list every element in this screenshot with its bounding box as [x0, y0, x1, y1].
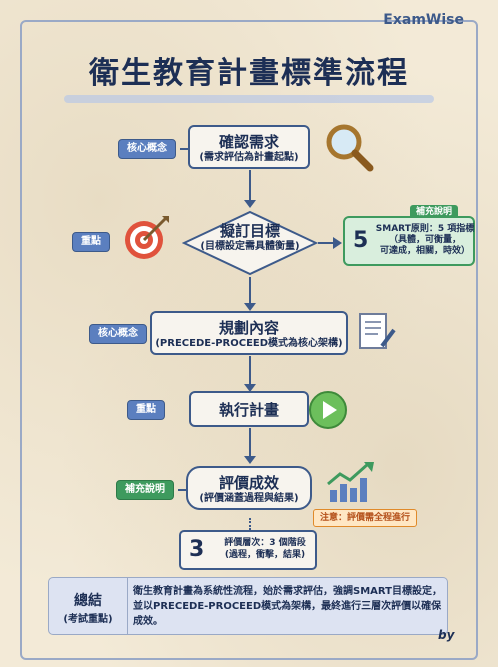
levels-line-2: (過程，衝擊，結果) — [224, 550, 306, 560]
frame — [20, 20, 478, 660]
smart-text: SMART原則：5 項指標 （具體，可衡量， 可達成，相關，時效） — [375, 224, 475, 257]
summary-heading: 總結 (考試重點) — [49, 578, 128, 634]
step-title: 執行計畫 — [218, 401, 279, 419]
step-evaluate: 評價成效 (評價涵蓋過程與結果) — [186, 466, 312, 510]
flow-arrow — [244, 428, 256, 464]
step-title: 評價成效 — [218, 474, 279, 492]
dotted-connector — [249, 518, 251, 530]
note-evaluation: 注意：評價需全程進行 — [313, 509, 418, 527]
connector — [178, 489, 188, 491]
summary-text: 衛生教育計畫為系統性流程，始於需求評估，強調SMART目標設定，並以PRECED… — [133, 586, 442, 627]
smart-box: 5 SMART原則：5 項指標 （具體，可衡量， 可達成，相關，時效） — [343, 216, 475, 266]
title-underline — [64, 95, 434, 103]
document-icon — [359, 313, 396, 349]
magnifier-icon — [326, 124, 374, 172]
step-subtitle: (目標設定需具體衡量) — [200, 241, 300, 252]
smart-line-1: SMART原則：5 項指標 — [375, 224, 475, 234]
flow-arrow — [244, 356, 256, 392]
levels-line-1: 評價層次：3 個階段 — [224, 538, 306, 548]
flow-arrow — [244, 170, 256, 208]
play-icon — [309, 391, 347, 429]
levels-text: 評價層次：3 個階段 (過程，衝擊，結果) — [213, 537, 317, 561]
tag-core-concept-2: 核心概念 — [89, 324, 147, 344]
page-title: 衛生教育計畫標準流程 — [89, 56, 409, 91]
tag-key-point-2: 重點 — [127, 400, 165, 420]
tag-core-concept-1: 核心概念 — [118, 139, 176, 159]
target-icon — [125, 216, 169, 259]
smart-number: 5 — [353, 228, 369, 253]
smart-line-3: 可達成，相關，時效） — [379, 246, 470, 256]
step-subtitle: (PRECEDE-PROCEED模式為核心架構) — [155, 338, 343, 349]
step-subtitle: (評價涵蓋過程與結果) — [199, 493, 299, 504]
chart-icon — [327, 462, 374, 502]
summary-box: 總結 (考試重點) 衛生教育計畫為系統性流程，始於需求評估，強調SMART目標設… — [48, 577, 448, 635]
evaluation-levels-box: 3 評價層次：3 個階段 (過程，衝擊，結果) — [179, 530, 317, 570]
step-subtitle: (需求評估為計畫起點) — [199, 152, 299, 163]
tag-key-point-1: 重點 — [72, 232, 110, 252]
diamond-label: 擬訂目標 (目標設定需具體衡量) — [182, 222, 318, 253]
summary-subtitle: (考試重點) — [63, 614, 113, 625]
levels-number: 3 — [189, 537, 205, 562]
step-title: 擬訂目標 — [219, 222, 280, 240]
summary-title: 總結 — [74, 593, 102, 609]
diamond-shape — [182, 210, 318, 276]
smart-line-2: （具體，可衡量， — [388, 235, 461, 245]
arrow-head — [333, 237, 342, 249]
brand-logo: ExamWise — [383, 12, 464, 28]
step-set-goals: 擬訂目標 (目標設定需具體衡量) — [182, 210, 318, 276]
step-title: 確認需求 — [218, 133, 279, 151]
connector — [180, 148, 188, 150]
step-plan-content: 規劃內容 (PRECEDE-PROCEED模式為核心架構) — [150, 311, 348, 355]
tag-supplement-eval: 補充說明 — [116, 480, 174, 500]
flow-arrow — [244, 277, 256, 311]
step-execute: 執行計畫 — [189, 391, 309, 427]
step-title: 規劃內容 — [218, 319, 279, 337]
connector — [318, 242, 336, 244]
step-confirm-needs: 確認需求 (需求評估為計畫起點) — [188, 125, 310, 169]
tag-supplement-smart: 補充說明 — [410, 205, 459, 219]
byline: by — [438, 628, 455, 642]
